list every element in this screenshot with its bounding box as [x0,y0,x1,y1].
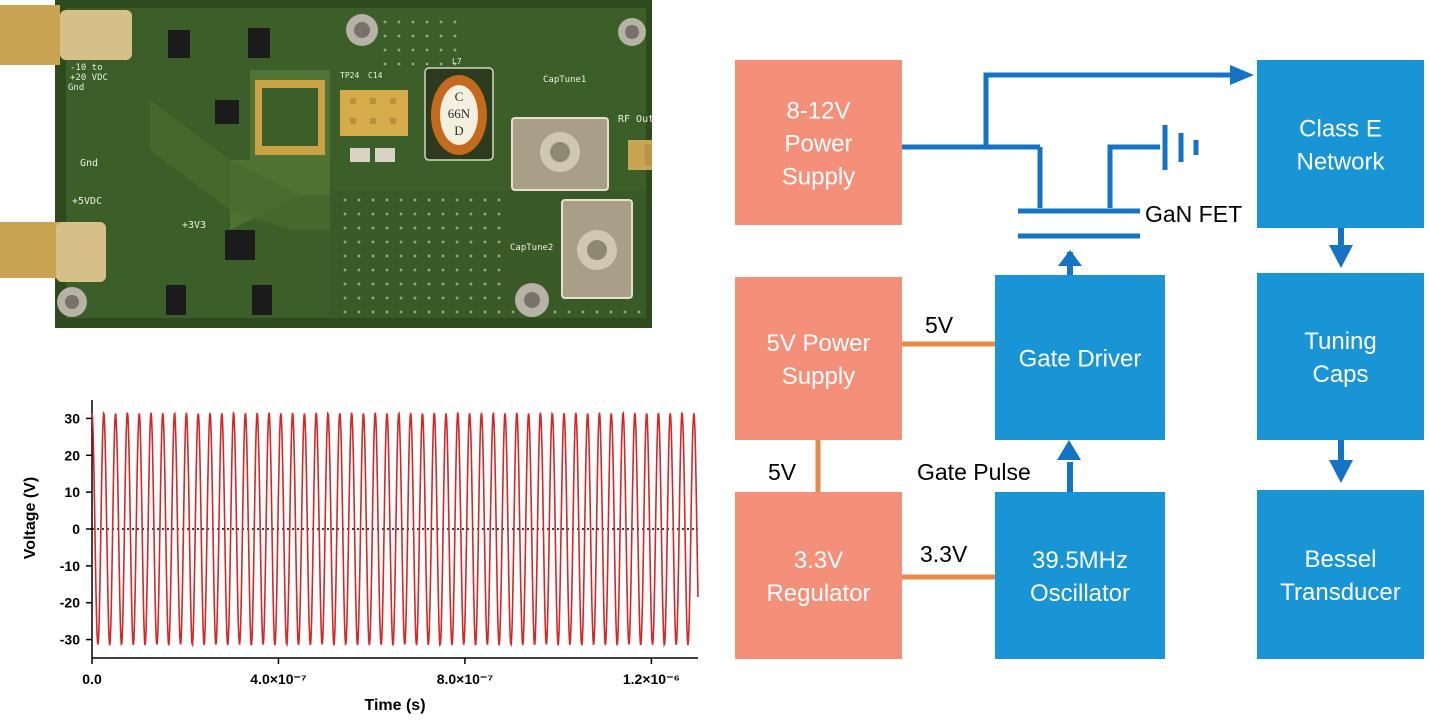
low-voltage-lines [815,341,995,580]
arrow-to-gate-driver [1057,440,1081,460]
block-label-line: Supply [782,164,855,191]
block-label-line: 3.3V [794,547,843,574]
pcb-label-c14: C14 [368,71,383,80]
block-label-line: Supply [782,363,855,390]
3v3-label: 3.3V [920,541,968,567]
pcb-label-5vdc: +5VDC [72,196,102,207]
block-label-line: Bessel [1304,546,1376,573]
x-axis-title: Time (s) [364,697,425,714]
y-tick-label: 0 [72,521,80,537]
arrow-to-bessel [1329,460,1353,483]
pcb-label-gnd-top: Gnd [68,83,84,93]
block-label-line: Class E [1299,116,1382,143]
y-tick-label: 30 [64,410,80,426]
y-tick-label: -20 [60,595,80,611]
inductor-marking-3: D [454,123,463,138]
block-regulator: 3.3V Regulator [735,492,902,659]
x-tick-label: 0.0 [82,671,102,687]
power-lines [902,72,1230,239]
x-tick-label: 1.2×10⁻⁶ [623,671,680,687]
pcb-label-l7: L7 [452,57,462,66]
block-gate-driver: Gate Driver [995,275,1165,440]
arrow-into-class-e [1230,65,1254,85]
x-tick-label: 8.0×10⁻⁷ [437,671,494,687]
block-label-line: Oscillator [1030,580,1130,607]
inductor-marking-2: 66N [448,106,471,121]
pcb-photo: C 66N D -10 to +20 VDC Gnd Gnd +5VDC +3V… [0,0,652,328]
5v-label-left: 5V [768,459,797,485]
arrow-to-tuning-caps [1329,245,1353,268]
block-label-line: 5V Power [766,330,870,357]
waveform-chart: 30 20 10 0 -10 -20 -30 0.0 4.0×10⁻⁷ 8.0×10⁻⁷ 1.2×1… [22,400,699,714]
block-label-line: Gate Driver [1019,346,1142,373]
pcb-label-rf-out: RF Out [618,114,652,125]
block-label-line: Caps [1312,361,1368,388]
block-label-line: 8-12V [786,98,850,125]
voltage-series-line [91,410,699,648]
block-label-line: 39.5MHz [1032,547,1128,574]
gate-pulse-label: Gate Pulse [917,459,1031,485]
pcb-label-tp24: TP24 [340,71,359,80]
arrowheads [1057,65,1353,483]
pcb-label-captune2: CapTune2 [510,243,553,253]
y-tick-label: -30 [60,632,80,648]
via-dots [343,20,641,314]
block-label-line: Power [784,131,852,158]
ground-icon [1162,125,1199,170]
5v-label-top: 5V [925,312,954,338]
block-label-line: Tuning [1304,328,1377,355]
pcb-label-3v3: +3V3 [182,220,206,231]
block-label-line: Regulator [766,580,870,607]
block-label-line: Transducer [1280,579,1401,606]
y-tick-label: -10 [60,558,80,574]
block-label-line: Network [1296,149,1385,176]
y-tick-label: 10 [64,484,80,500]
block-class-e: Class E Network [1257,60,1424,228]
inductor-marking-1: C [455,89,464,104]
pcb-label-gnd-mid: Gnd [80,158,98,169]
y-axis-title: Voltage (V) [22,477,39,559]
gan-fet-label: GaN FET [1145,201,1242,227]
y-tick-label: 20 [64,447,80,463]
pcb-label-supply-range-1: -10 to [70,63,103,73]
arrow-shafts [1067,228,1344,492]
pcb-label-captune1: CapTune1 [543,75,586,85]
x-tick-label: 4.0×10⁻⁷ [250,671,307,687]
pcb-label-supply-range-2: +20 VDC [70,73,108,83]
